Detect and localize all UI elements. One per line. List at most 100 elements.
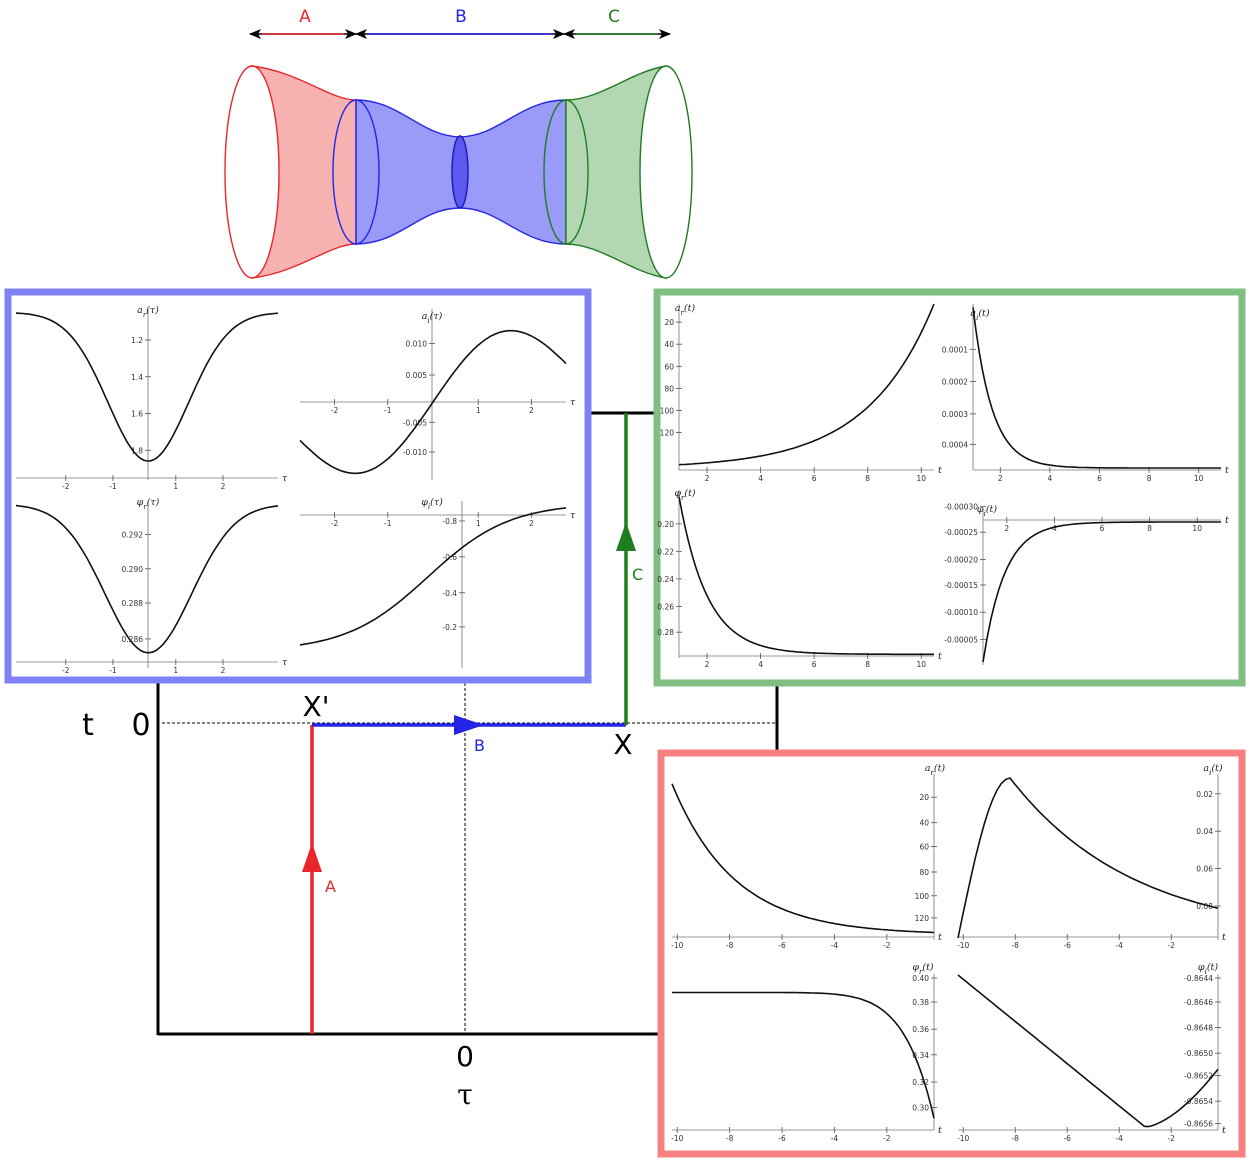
plot-title: ai(τ): [422, 311, 443, 325]
plot-curve: [15, 312, 279, 462]
y-tick-label: 1.2: [131, 336, 143, 345]
x-tick-label: 1: [173, 666, 178, 675]
y-tick-label: 0.02: [1196, 790, 1213, 799]
y-tick-label: -0.00005: [944, 635, 978, 644]
region-b-label: B: [455, 7, 467, 27]
x-tick-label: 2: [1004, 524, 1009, 533]
y-tick-label: 0.288: [122, 599, 144, 608]
x-tick-label: -2: [1167, 1134, 1175, 1143]
y-tick-label: 1.8: [131, 446, 143, 455]
y-tick-label: 0.22: [657, 547, 674, 556]
panel-c-frame: [653, 288, 1246, 687]
y-tick-label: 0.0004: [942, 441, 968, 450]
x-tick-label: -6: [1063, 1134, 1071, 1143]
y-tick-label: 1.6: [131, 410, 143, 419]
plot-title: ar(t): [925, 763, 946, 777]
y-tick-label: 0.26: [657, 602, 674, 611]
region-c-label: C: [608, 7, 620, 27]
x-tick-label: 10: [1194, 474, 1204, 483]
y-tick-label: -0.00030: [944, 503, 978, 512]
plot-curve: [678, 303, 935, 466]
y-tick-label: -0.010: [403, 448, 427, 457]
x-tick-label: -2: [331, 406, 339, 415]
segment-b-label: B: [474, 736, 485, 755]
y-tick-label: -0.8648: [1184, 1024, 1213, 1033]
x-tick-label: -2: [62, 666, 70, 675]
x-tick-label: 8: [1147, 524, 1152, 533]
x-tick-label: -4: [1115, 1134, 1123, 1143]
plot-title: ar(t): [675, 303, 696, 317]
x-tick-label: -2: [331, 519, 339, 528]
x-axis-name: t: [938, 651, 942, 662]
x-tick-label: 2: [705, 474, 710, 483]
panel-a-plot-2: -10-8-6-4-2t0.400.380.360.340.320.30φr(t…: [671, 962, 942, 1143]
y-tick-label: -0.8652: [1184, 1072, 1213, 1081]
x-axis-name: τ: [570, 397, 576, 408]
y-tick-label: 0.08: [1196, 902, 1213, 911]
region-a-span-arrow: A: [249, 7, 357, 39]
y-tick-label: 60: [919, 843, 929, 852]
y-tick-label: 0.28: [657, 628, 674, 637]
x-tick-label: -10: [957, 1134, 969, 1143]
y-tick-label: 1.4: [131, 373, 143, 382]
y-tick-label: 0.04: [1196, 827, 1213, 836]
region-a-label: A: [299, 7, 311, 27]
x-tick-label: -1: [109, 482, 117, 491]
plot-curve: [982, 521, 1221, 663]
x-tick-label: -8: [726, 1134, 734, 1143]
y-tick-label: 0.290: [122, 565, 144, 574]
x-axis-name: τ: [282, 473, 288, 484]
wormhole-throat: [451, 135, 469, 209]
y-tick-label: 100: [915, 892, 930, 901]
y-tick-label: 0.292: [122, 531, 144, 540]
x-tick-label: 4: [1047, 474, 1052, 483]
y-tick-label: 60: [664, 362, 674, 371]
x-prime-label: X': [303, 690, 330, 723]
x-tick-label: 4: [758, 660, 763, 669]
x-tick-label: 6: [812, 474, 817, 483]
x-tick-label: 10: [916, 660, 926, 669]
y-tick-label: -0.4: [442, 589, 457, 598]
y-tick-label: 40: [919, 819, 929, 828]
x-axis-name: t: [938, 465, 942, 476]
x-tick-label: -8: [1011, 941, 1019, 950]
x-tick-label: -6: [1063, 941, 1071, 950]
x-tick-label: -10: [671, 1134, 683, 1143]
y-tick-label: -0.8644: [1184, 974, 1213, 983]
y-tick-label: 0.38: [912, 998, 929, 1007]
x-axis-name: t: [1225, 515, 1229, 526]
y-tick-label: -0.005: [403, 418, 427, 427]
x-axis-name: t: [1225, 465, 1229, 476]
x-tick-label: 2: [705, 660, 710, 669]
plot-title: φi(t): [1198, 962, 1218, 976]
plot-title: ai(t): [970, 308, 989, 322]
y-tick-label: 0.06: [1196, 865, 1213, 874]
y-tick-label: -0.8656: [1184, 1120, 1213, 1129]
x-axis-name: τ: [282, 657, 288, 668]
x-tick-label: 6: [1100, 524, 1105, 533]
y-tick-label: -0.00015: [944, 581, 978, 590]
y-tick-label: -0.2: [442, 623, 457, 632]
y-tick-label: 0.0003: [942, 410, 968, 419]
x-tick-label: -2: [883, 1134, 891, 1143]
panel-a-lorentzian: -10-8-6-4-2t12010080604020ar(t)-10-8-6-4…: [657, 749, 1246, 1158]
plot-curve: [299, 329, 567, 475]
y-tick-label: -0.00025: [944, 528, 978, 537]
wormhole-right-mouth: [639, 65, 693, 279]
y-tick-label: 100: [660, 407, 675, 416]
x-tick-label: -4: [831, 941, 839, 950]
plot-curve: [972, 307, 1221, 469]
x-tick-label: 4: [758, 474, 763, 483]
plot-curve: [957, 777, 1219, 939]
x-tick-label: -10: [957, 941, 969, 950]
